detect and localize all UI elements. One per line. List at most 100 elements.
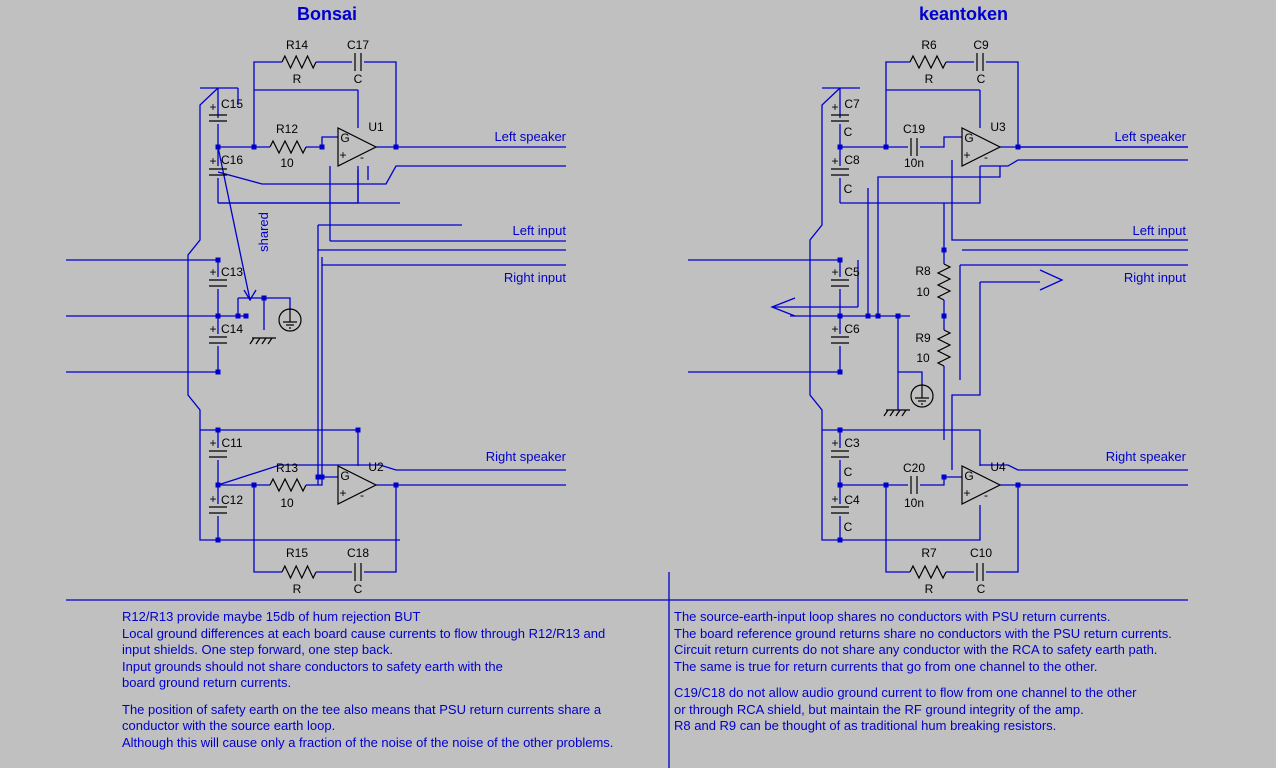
- polarity-mark: +: [209, 322, 216, 336]
- note-line: R8 and R9 can be thought of as tradition…: [674, 718, 1057, 733]
- component-label: C20: [903, 461, 925, 475]
- polarity-mark: +: [209, 436, 216, 450]
- wire: [840, 166, 981, 204]
- component-label: C9: [973, 38, 989, 52]
- note-line: The position of safety earth on the tee …: [122, 701, 602, 717]
- ground-symbol: [249, 337, 255, 345]
- wire: [951, 282, 981, 470]
- junction-dot: [837, 257, 843, 263]
- ground-symbol: [267, 337, 273, 345]
- wire: [243, 289, 257, 302]
- junction-dot: [251, 482, 257, 488]
- wire: [306, 476, 338, 486]
- opamp-pin-label: G: [340, 131, 349, 145]
- polarity-mark: +: [209, 492, 216, 506]
- component-label: C10: [970, 546, 992, 560]
- opamp-symbol: [337, 127, 378, 167]
- junction-dot: [883, 144, 889, 150]
- opamp-symbol: [337, 465, 378, 505]
- component-label: R: [293, 72, 302, 86]
- junction-dot: [1015, 482, 1021, 488]
- polarity-mark: +: [831, 322, 838, 336]
- junction-dot: [215, 144, 221, 150]
- opamp-symbol: [961, 465, 1002, 505]
- component-label: C6: [844, 322, 860, 336]
- component-label: Right speaker: [1106, 449, 1187, 464]
- note-line: Circuit return currents do not share any…: [674, 642, 1158, 657]
- resistor-symbol: [909, 54, 947, 70]
- junction-dot: [393, 144, 399, 150]
- component-label: U1: [368, 120, 384, 134]
- junction-dot: [865, 313, 871, 319]
- opamp-pin-label: G: [340, 469, 349, 483]
- component-label: C3: [844, 436, 860, 450]
- component-label: C: [844, 182, 853, 196]
- junction-dot: [319, 144, 325, 150]
- junction-dot: [941, 474, 947, 480]
- component-label: R: [925, 582, 934, 596]
- ground-symbol: [889, 409, 895, 417]
- opamp-pin-label: +: [339, 486, 346, 500]
- component-label: C: [977, 582, 986, 596]
- component-label: 10: [280, 496, 294, 510]
- junction-dot: [243, 313, 249, 319]
- junction-dot: [215, 369, 221, 375]
- junction-dot: [837, 427, 843, 433]
- wire: [885, 61, 910, 147]
- note-line: R12/R13 provide maybe 15db of hum reject…: [122, 609, 421, 624]
- component-label: C12: [221, 493, 243, 507]
- wire: [986, 61, 1019, 147]
- junction-dot: [941, 313, 947, 319]
- component-label: Right input: [1124, 270, 1187, 285]
- component-label: 10: [280, 156, 294, 170]
- note-line: Although this will cause only a fraction…: [122, 734, 614, 750]
- junction-dot: [355, 427, 361, 433]
- resistor-symbol: [281, 54, 317, 70]
- note-line: or through RCA shield, but maintain the …: [674, 701, 1084, 717]
- wire: [358, 464, 566, 471]
- component-label: C4: [844, 493, 860, 507]
- wire: [920, 476, 962, 486]
- ground-symbol: [895, 409, 901, 417]
- junction-dot: [837, 313, 843, 319]
- component-label: 10: [916, 285, 930, 299]
- junction-dot: [875, 313, 881, 319]
- component-label: C14: [221, 322, 243, 336]
- component-label: C: [977, 72, 986, 86]
- polarity-mark: +: [209, 265, 216, 279]
- junction-dot: [215, 257, 221, 263]
- junction-dot: [235, 313, 241, 319]
- junction-dot: [883, 482, 889, 488]
- component-label: R12: [276, 122, 298, 136]
- notes-right: The source-earth-input loop shares no co…: [674, 609, 1172, 735]
- polarity-mark: +: [831, 436, 838, 450]
- component-label: R13: [276, 461, 298, 475]
- wire: [980, 464, 1188, 471]
- opamp-pin-label: +: [339, 148, 346, 162]
- component-label: C: [354, 72, 363, 86]
- resistor-symbol: [909, 564, 947, 580]
- junction-dot: [837, 369, 843, 375]
- resistor-symbol: [269, 477, 307, 493]
- junction-dot: [837, 482, 843, 488]
- wire: [885, 485, 910, 573]
- polarity-mark: +: [831, 265, 838, 279]
- component-label: C13: [221, 265, 243, 279]
- wire: [986, 485, 1019, 573]
- component-label: Right speaker: [486, 449, 567, 464]
- component-label: C: [844, 520, 853, 534]
- wire: [364, 485, 397, 573]
- junction-dot: [215, 482, 221, 488]
- component-label: C16: [221, 153, 243, 167]
- wire: [920, 136, 962, 148]
- component-label: 10n: [904, 496, 924, 510]
- junction-dot: [837, 144, 843, 150]
- wire: [187, 87, 219, 541]
- component-label: 10: [916, 351, 930, 365]
- wire: [217, 464, 358, 486]
- wire: [321, 257, 566, 266]
- junction-dot: [393, 482, 399, 488]
- junction-dot: [251, 144, 257, 150]
- opamp-pin-label: G: [964, 131, 973, 145]
